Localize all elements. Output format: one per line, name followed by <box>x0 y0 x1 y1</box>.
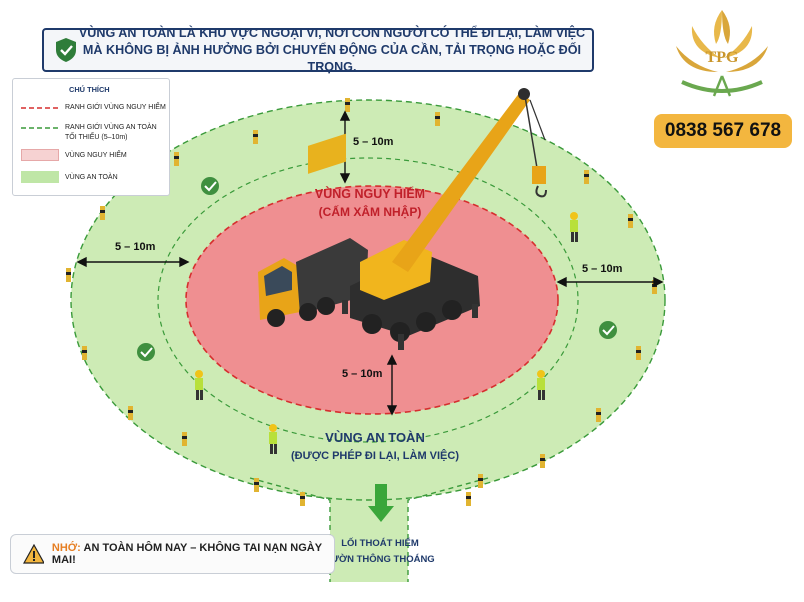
danger-boundary-swatch <box>21 107 59 109</box>
safe-zone-boundary <box>70 99 666 501</box>
check-icon <box>201 177 219 195</box>
phone-number[interactable]: 0838 567 678 <box>654 114 792 148</box>
info-banner: VÙNG AN TOÀN LÀ KHU VỰC NGOẠI VI, NƠI CO… <box>42 26 594 74</box>
warning-text: NHỚ: AN TOÀN HÔM NAY – KHÔNG TAI NẠN NGÀ… <box>52 542 334 566</box>
check-icon <box>137 343 155 361</box>
banner-line-2: MÀ KHÔNG BỊ ẢNH HƯỞNG BỞI CHUYỂN ĐỘNG CỦ… <box>82 42 582 74</box>
legend-danger-zone-label: VÙNG NGUY HIỂM <box>65 152 127 159</box>
danger-zone-title: VÙNG NGUY HIỂM <box>314 187 426 201</box>
safe-zone-title: VÙNG AN TOÀN <box>325 430 425 445</box>
dimension-arrows <box>76 110 664 416</box>
worker-icon <box>195 370 203 400</box>
legend: CHÚ THÍCH RANH GIỚI VÙNG NGUY HIỂM RANH … <box>12 78 170 196</box>
warning-prefix: NHỚ: <box>51 542 81 554</box>
legend-safe-zone-label: VÙNG AN TOÀN <box>65 174 118 181</box>
check-icon <box>599 321 617 339</box>
crane-truck-illustration <box>258 88 547 350</box>
legend-danger-boundary-label: RANH GIỚI VÙNG NGUY HIỂM <box>65 104 166 111</box>
worker-icon <box>269 424 277 454</box>
danger-zone-boundary <box>185 185 559 415</box>
distance-left-label: 5 – 10m <box>115 241 156 253</box>
warning-message: AN TOÀN HÔM NAY – KHÔNG TAI NẠN NGÀY MAI… <box>51 542 322 566</box>
legend-safe-boundary-label-1: RANH GIỚI VÙNG AN TOÀN <box>65 124 157 131</box>
distance-bottom-label: 5 – 10m <box>342 368 383 380</box>
worker-icon <box>570 212 578 242</box>
min-safe-boundary <box>157 157 579 443</box>
safe-boundary-swatch <box>21 127 59 129</box>
warning-icon <box>23 544 44 564</box>
exit-arrow-icon <box>368 484 394 522</box>
banner-line-1: VÙNG AN TOÀN LÀ KHU VỰC NGOẠI VI, NƠI CO… <box>78 25 586 40</box>
exit-line-2: LƯỜN THÔNG THOÁNG <box>325 554 435 565</box>
exit-line-1: LỐI THOÁT HIỂM <box>341 538 419 549</box>
safe-zone-swatch <box>21 171 59 183</box>
distance-top-label: 5 – 10m <box>353 136 394 148</box>
legend-safe-boundary-label-2: TỐI THIỂU (5–10m) <box>65 134 128 141</box>
worker-icon <box>537 370 545 400</box>
danger-zone-swatch <box>21 149 59 161</box>
exit-right-boundary <box>407 477 489 582</box>
tpg-logo: TPG <box>676 10 768 97</box>
legend-title: CHÚ THÍCH <box>69 85 110 94</box>
shield-check-icon <box>56 38 76 62</box>
warning-box: NHỚ: AN TOÀN HÔM NAY – KHÔNG TAI NẠN NGÀ… <box>10 534 335 574</box>
danger-zone-subtitle: (CẤM XÂM NHẬP) <box>318 205 422 219</box>
banner-text: VÙNG AN TOÀN LÀ KHU VỰC NGOẠI VI, NƠI CO… <box>78 25 592 76</box>
distance-right-label: 5 – 10m <box>582 263 623 275</box>
logo-text: TPG <box>706 49 739 66</box>
safe-zone-subtitle: (ĐƯỢC PHÉP ĐI LẠI, LÀM VIỆC) <box>290 450 460 462</box>
exit-corridor <box>330 488 408 582</box>
